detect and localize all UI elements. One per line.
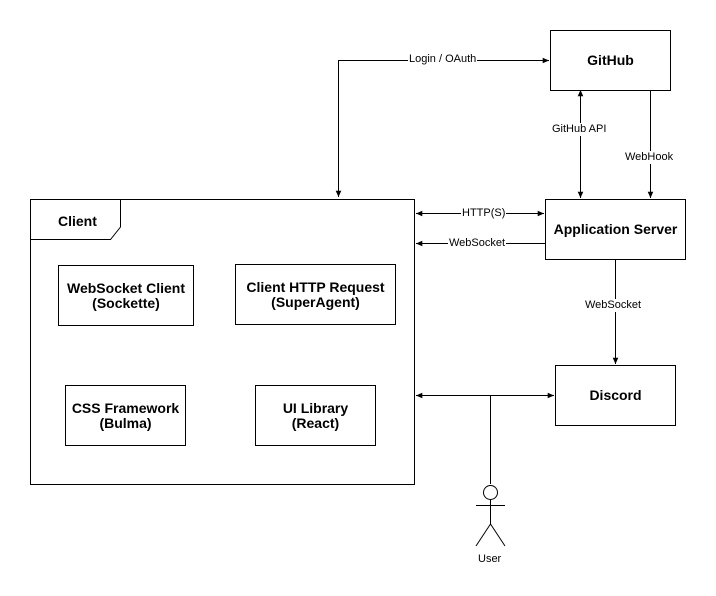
client-http-request-label: Client HTTP Request xyxy=(246,278,385,295)
css-framework-node: CSS Framework (Bulma) xyxy=(65,385,186,446)
css-framework-sublabel: (Bulma) xyxy=(99,414,152,431)
github-label: GitHub xyxy=(587,52,634,68)
webhook-label: WebHook xyxy=(624,151,675,164)
css-framework-label: CSS Framework xyxy=(71,399,180,416)
websocket-client-node: WebSocket Client (Sockette) xyxy=(58,265,194,326)
user-label: User xyxy=(478,553,502,565)
user-actor-icon xyxy=(475,485,506,547)
ui-library-sublabel: (React) xyxy=(291,414,340,431)
application-server-label: Application Server xyxy=(553,221,678,237)
websocket-client-edge-label: WebSocket xyxy=(448,237,507,250)
client-http-request-sublabel: (SuperAgent) xyxy=(271,293,360,310)
ui-library-label: UI Library xyxy=(282,399,349,416)
client-frame-title: Client xyxy=(58,213,97,229)
websocket-client-sublabel: (Sockette) xyxy=(92,294,160,311)
http-label: HTTP(S) xyxy=(461,207,507,220)
client-frame-tab xyxy=(30,199,121,240)
discord-node: Discord xyxy=(555,365,676,426)
discord-label: Discord xyxy=(589,387,642,403)
github-node: GitHub xyxy=(550,30,671,91)
login-oauth-edge xyxy=(335,57,549,197)
ui-library-node: UI Library (React) xyxy=(255,385,376,446)
login-oauth-label: Login / OAuth xyxy=(408,53,478,66)
client-http-request-node: Client HTTP Request (SuperAgent) xyxy=(235,264,396,325)
application-server-node: Application Server xyxy=(545,199,686,260)
websocket-client-label: WebSocket Client xyxy=(67,279,185,296)
websocket-discord-edge-label: WebSocket xyxy=(584,299,643,312)
github-api-label: GitHub API xyxy=(551,123,608,136)
